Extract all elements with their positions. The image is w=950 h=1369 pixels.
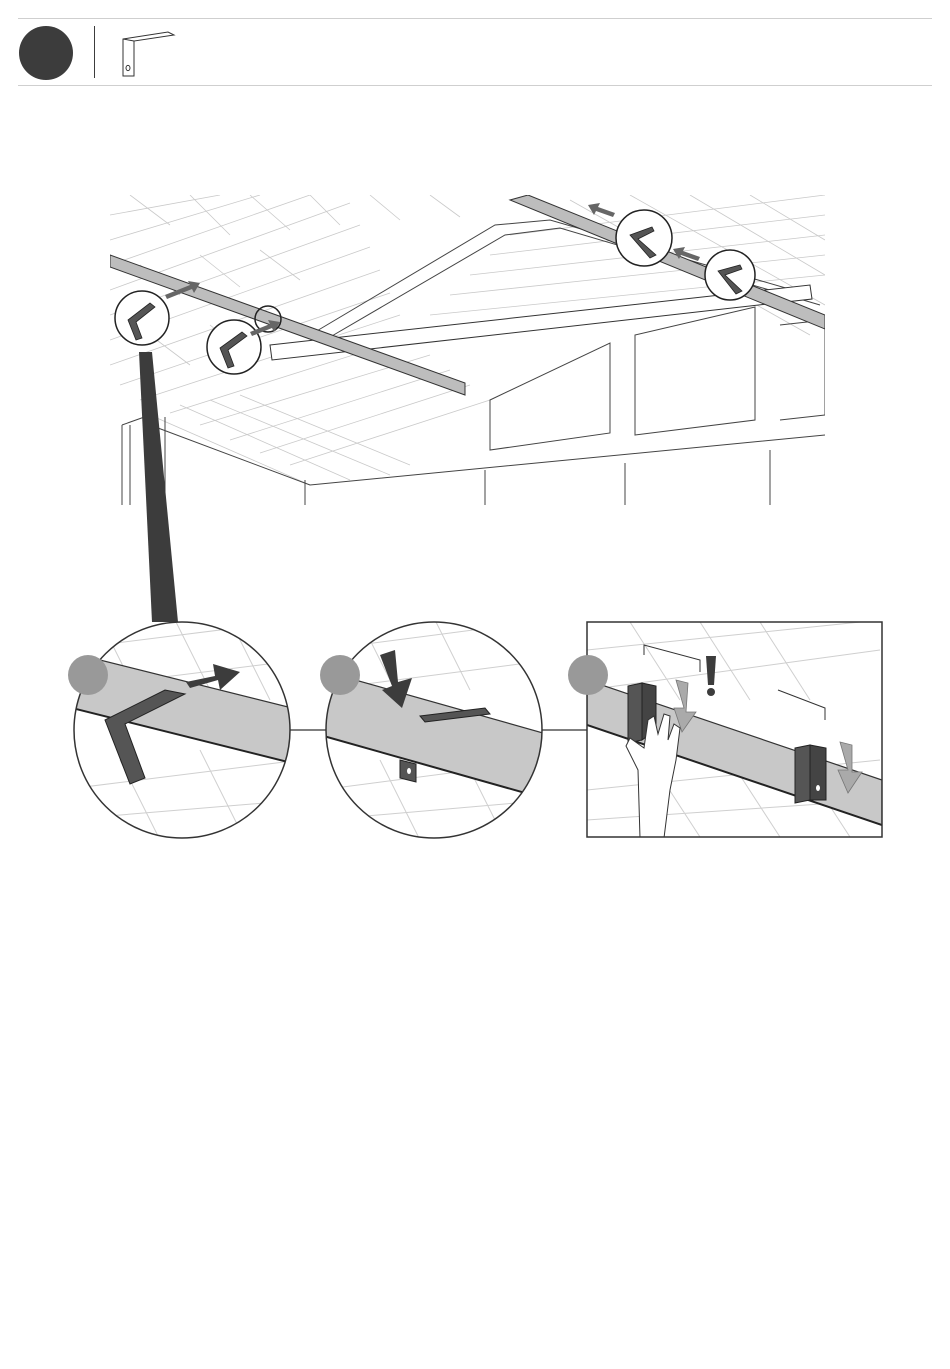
- press-down-arrow-icon: [380, 650, 412, 708]
- hand-illustration: [626, 714, 680, 838]
- press-down-arrow-icon: [674, 680, 696, 732]
- header-top-rule: [18, 18, 932, 19]
- slide-right-arrow-icon: [186, 664, 240, 690]
- header-bottom-rule: [18, 85, 932, 86]
- angle-bracket-icon: [116, 27, 178, 79]
- step-badge: [19, 26, 73, 80]
- sub-step-badge-2: [320, 655, 360, 695]
- detail-panel-2: [320, 610, 550, 840]
- detail-panel-1: [60, 610, 300, 840]
- detail-panel-3: [568, 620, 882, 838]
- sub-step-badge-3: [568, 655, 608, 695]
- header-divider: [94, 26, 95, 78]
- angle-bracket-icon: [105, 690, 185, 784]
- sub-step-badge-1: [68, 655, 108, 695]
- main-illustration: [110, 195, 825, 505]
